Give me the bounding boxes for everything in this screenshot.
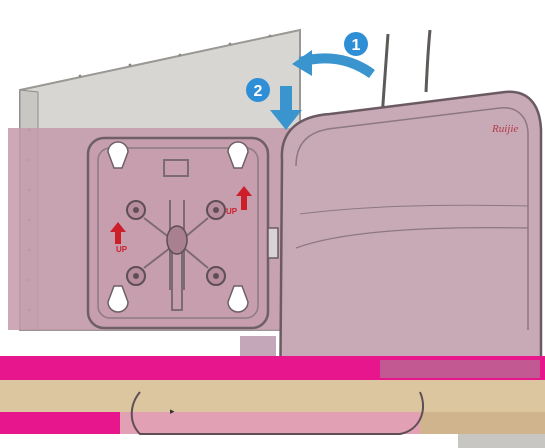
step-2-badge: 2 xyxy=(246,78,270,102)
brand-logo: Ruijie xyxy=(491,123,518,135)
step-2-number: 2 xyxy=(254,83,263,100)
step-1-badge: 1 xyxy=(344,32,368,56)
glitch-mark: ▸ xyxy=(170,406,175,416)
step-1-number: 1 xyxy=(352,37,361,54)
up-label-left: UP xyxy=(116,245,128,254)
mounting-plate: UP UP xyxy=(88,138,268,328)
up-label-right: UP xyxy=(226,207,238,216)
